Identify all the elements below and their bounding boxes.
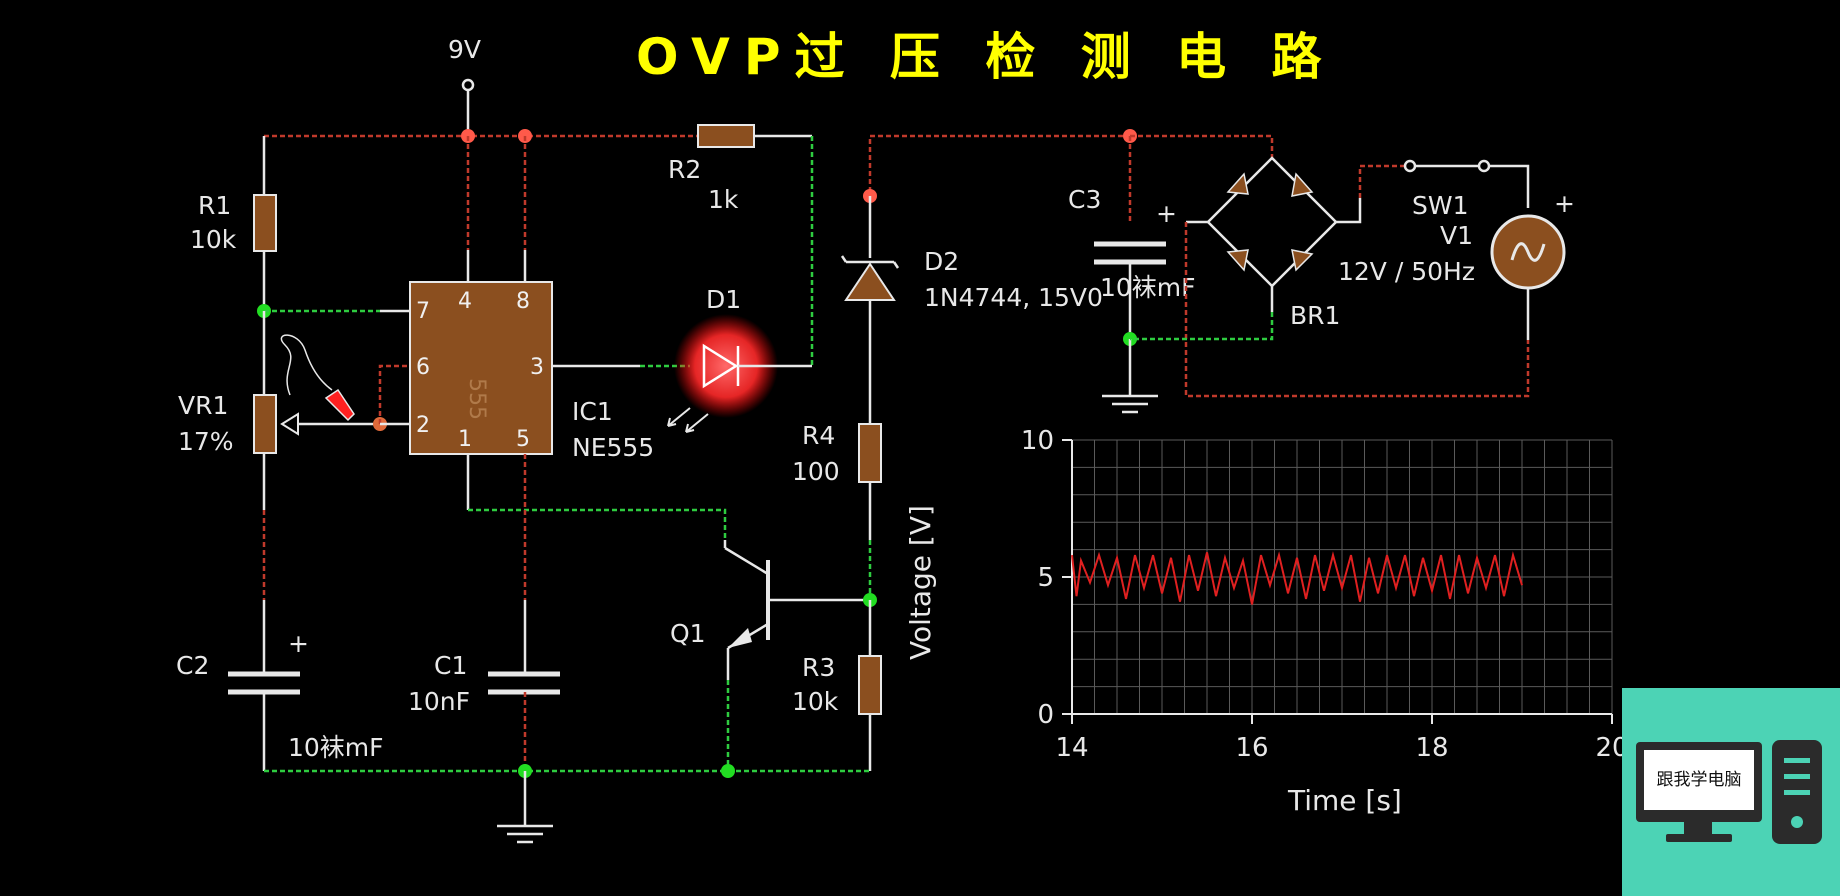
tower-slot — [1784, 758, 1810, 763]
zener-d2-wing — [840, 255, 848, 263]
c1-value: 10nF — [408, 687, 470, 716]
x-tick-label: 16 — [1235, 733, 1268, 763]
r1-name: R1 — [198, 191, 231, 220]
r3-value: 10k — [792, 687, 839, 716]
r2-name: R2 — [668, 155, 701, 184]
ic-chip-text: 555 — [464, 378, 489, 420]
led-glow — [674, 314, 778, 418]
series-line — [1071, 551, 1523, 605]
v1-plus: + — [1554, 189, 1575, 218]
potentiometer-vr1[interactable] — [253, 394, 277, 454]
r1-value: 10k — [190, 225, 237, 254]
bridge-diode-icon[interactable] — [1291, 172, 1314, 197]
resistor-r2[interactable] — [697, 124, 755, 148]
monitor-icon: 跟我学电脑 — [1636, 742, 1762, 822]
tower-slot — [1784, 790, 1810, 795]
bridge-outline — [1206, 156, 1338, 288]
supply-terminal — [461, 78, 475, 92]
vr1-name: VR1 — [178, 391, 228, 420]
q1-collector — [724, 546, 769, 576]
zener-d2-wing — [892, 261, 900, 269]
zener-d2-icon[interactable] — [844, 262, 896, 301]
ic-pin-1: 1 — [458, 427, 472, 452]
y-tick-label: 5 — [1037, 563, 1054, 593]
supply-label: 9V — [448, 35, 481, 64]
sine-wave-icon — [1510, 242, 1546, 262]
wire-bridge-sw — [1358, 164, 1408, 198]
ic-pin-3: 3 — [530, 355, 544, 380]
power-dot-icon — [1791, 816, 1803, 828]
x-tick-label: 14 — [1055, 733, 1088, 763]
c3-value: 10袜mF — [1100, 273, 1196, 302]
ic-pin-4: 4 — [458, 289, 472, 314]
x-tick-label: 18 — [1415, 733, 1448, 763]
resistor-r4[interactable] — [858, 423, 882, 483]
r3-name: R3 — [802, 653, 835, 682]
c3-name: C3 — [1068, 185, 1101, 214]
ic-pin-6: 6 — [416, 355, 430, 380]
q1-name: Q1 — [670, 619, 706, 648]
r4-name: R4 — [802, 421, 835, 450]
wire-bridge-top — [1130, 134, 1274, 158]
d1-name: D1 — [706, 285, 741, 314]
r2-value: 1k — [708, 185, 739, 214]
d2-value: 1N4744, 15V0 — [924, 283, 1103, 312]
c1-name: C1 — [434, 651, 467, 680]
v1-name: V1 — [1440, 221, 1473, 250]
wire-bridge-right — [1336, 198, 1362, 224]
resistor-r1[interactable] — [253, 194, 277, 252]
led-d1-icon[interactable] — [702, 343, 739, 389]
c2-name: C2 — [176, 651, 209, 680]
c2-plus: + — [288, 629, 309, 658]
r4-value: 100 — [792, 457, 840, 486]
switch-sw1-contact[interactable] — [1477, 159, 1491, 173]
d2-name: D2 — [924, 247, 959, 276]
monitor-base — [1666, 834, 1732, 842]
tower-slot — [1784, 774, 1810, 779]
resistor-r3[interactable] — [858, 655, 882, 715]
sw1-name: SW1 — [1412, 191, 1469, 220]
ic1-name: IC1 — [572, 397, 613, 426]
wiper-arrow-icon — [280, 412, 299, 436]
page-title: OVP过 压 检 测 电 路 — [636, 28, 1336, 86]
ic-pin-5: 5 — [516, 427, 530, 452]
wire-bridge-return — [1184, 222, 1530, 398]
c2-value: 10袜mF — [288, 733, 384, 762]
y-tick-label: 10 — [1021, 426, 1054, 456]
ic1-value: NE555 — [572, 433, 654, 462]
probe-tip-icon — [324, 388, 355, 422]
chart-grid — [1071, 439, 1613, 715]
bridge-diode-icon[interactable] — [1291, 249, 1314, 272]
bridge-diode-icon[interactable] — [1226, 172, 1249, 195]
computer-tower-icon — [1772, 740, 1822, 844]
br1-name: BR1 — [1290, 301, 1340, 330]
wire-pin6 — [378, 364, 410, 424]
bridge-diode-icon[interactable] — [1226, 249, 1249, 272]
monitor-stand — [1684, 822, 1712, 836]
y-axis-label: Voltage [V] — [904, 505, 937, 660]
x-axis-label: Time [s] — [1287, 784, 1402, 817]
ic-555[interactable] — [409, 281, 553, 455]
ic-pin-7: 7 — [416, 299, 430, 324]
v1-value: 12V / 50Hz — [1338, 257, 1475, 286]
wire-bridge-gnd — [1130, 312, 1274, 341]
wire-d2-top — [868, 134, 1130, 200]
switch-sw1-contact[interactable] — [1403, 159, 1417, 173]
wire-sw-source — [1489, 164, 1530, 208]
ic-pin-8: 8 — [516, 289, 530, 314]
q1-emitter-arrow-icon — [728, 628, 752, 648]
logo: 跟我学电脑 — [1622, 688, 1840, 896]
vr1-value: 17% — [178, 427, 234, 456]
y-tick-label: 0 — [1037, 700, 1054, 730]
wire-pin1-q1 — [468, 508, 727, 540]
ic-pin-2: 2 — [416, 413, 430, 438]
probe-cable — [280, 334, 333, 396]
c3-plus: + — [1156, 199, 1177, 228]
node — [721, 764, 735, 778]
logo-text: 跟我学电脑 — [1644, 750, 1754, 810]
led-emission-arrows-icon — [667, 407, 709, 433]
